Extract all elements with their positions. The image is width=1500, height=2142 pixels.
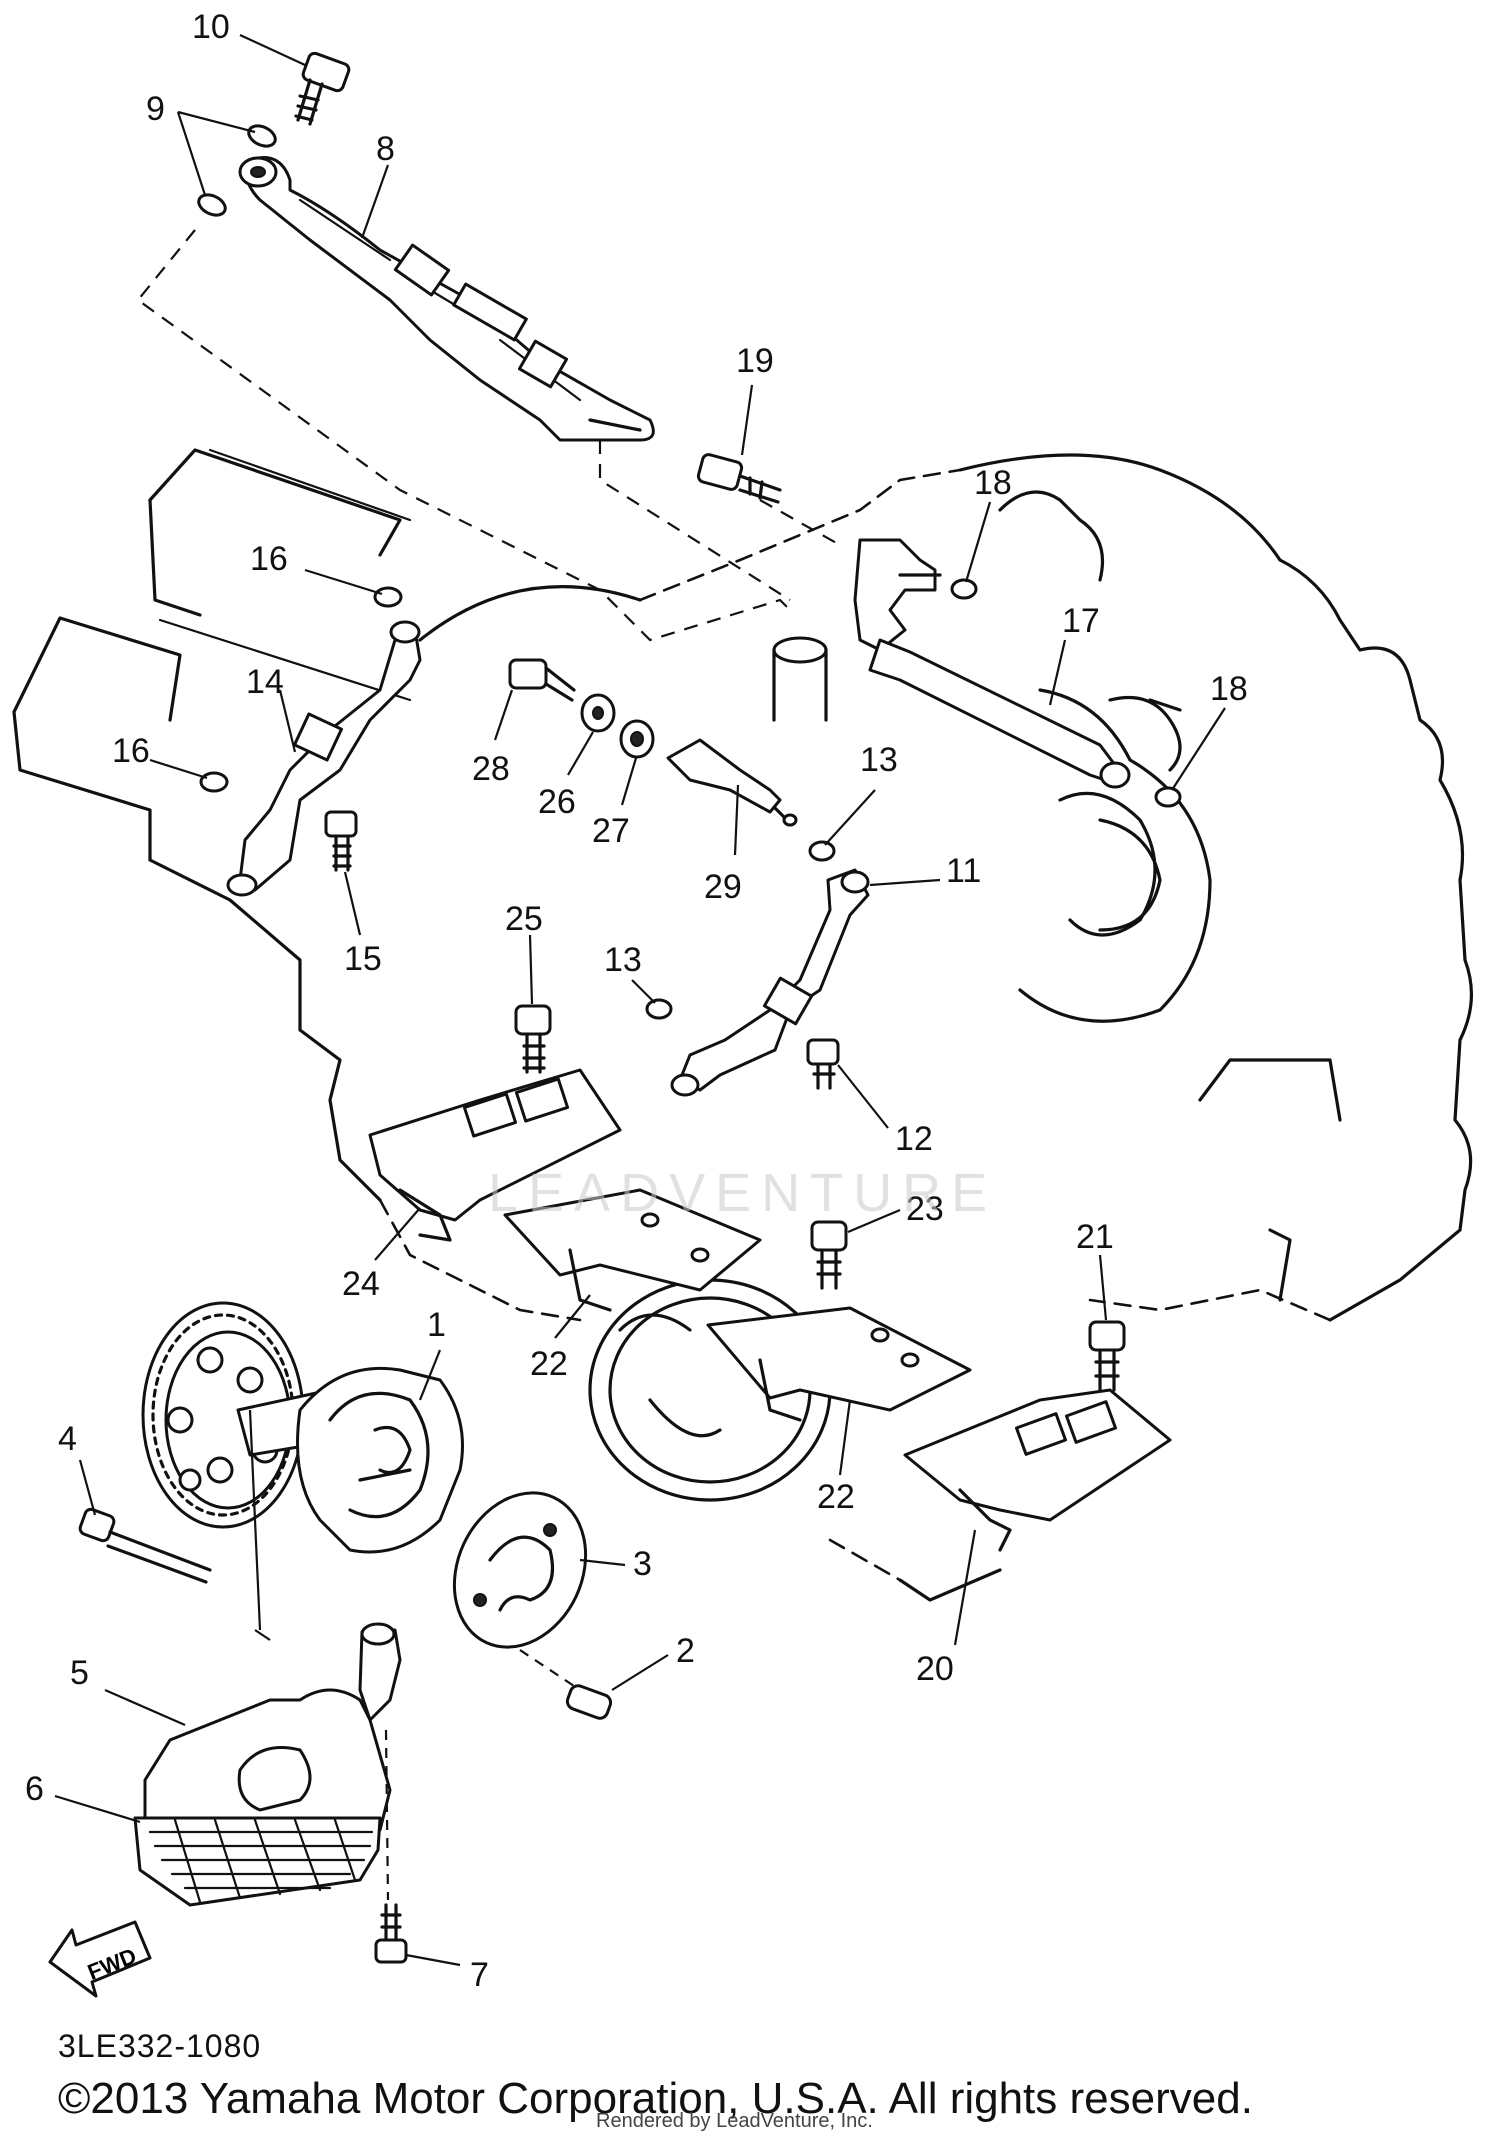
callout-12: 12 (895, 1120, 933, 1158)
part-24-baffle-plate (368, 1068, 622, 1242)
callout-10: 10 (192, 8, 230, 46)
callout-5: 5 (70, 1654, 89, 1692)
callout-6: 6 (25, 1770, 44, 1808)
part-11-oil-pipe (670, 868, 870, 1097)
callout-22-left: 22 (530, 1345, 568, 1383)
part-5-oil-strainer (143, 1622, 402, 1852)
diagram-code: 3LE332-1080 (58, 2028, 262, 2064)
part-16-o-ring-upper (373, 586, 403, 608)
forward-direction-arrow: FWD (48, 1920, 152, 1998)
callout-15: 15 (344, 940, 382, 978)
callout-14: 14 (246, 663, 284, 701)
callout-29: 29 (704, 868, 742, 906)
callout-1: 1 (427, 1306, 446, 1344)
part-13-o-ring-lower (645, 998, 673, 1020)
part-4-bolt (78, 1507, 212, 1584)
callout-16-lower: 16 (112, 732, 150, 770)
callout-9: 9 (146, 90, 165, 128)
part-16-o-ring-lower (199, 771, 229, 793)
callout-7: 7 (470, 1956, 489, 1994)
part-1-oil-pump-assembly (141, 1301, 464, 1554)
render-note: Rendered by LeadVenture, Inc. (596, 2110, 873, 2132)
part-6-strainer-screen (133, 1816, 382, 1907)
part-17-oil-pipe (853, 538, 1131, 789)
part-22-baffle-plate-lower (706, 1306, 972, 1422)
watermark-text: LEADVENTURE (488, 1163, 998, 1223)
part-19-bolt (696, 453, 782, 504)
callout-25: 25 (505, 900, 543, 938)
callout-24: 24 (342, 1265, 380, 1303)
part-10-union-bolt (294, 51, 351, 126)
callout-22-right: 22 (817, 1478, 855, 1516)
callout-21: 21 (1076, 1218, 1114, 1256)
part-27-washer (619, 719, 655, 759)
callout-19: 19 (736, 342, 774, 380)
callout-27: 27 (592, 812, 630, 850)
callout-13-lower: 13 (604, 941, 642, 979)
part-14-oil-pipe (226, 620, 422, 897)
callout-2: 2 (676, 1632, 695, 1670)
callout-20: 20 (916, 1650, 954, 1688)
callout-3: 3 (633, 1545, 652, 1583)
callout-17: 17 (1062, 602, 1100, 640)
part-22-baffle-plate-upper (503, 1188, 762, 1312)
callout-23: 23 (906, 1190, 944, 1228)
callout-8: 8 (376, 130, 395, 168)
callout-11: 11 (946, 852, 981, 890)
callout-26: 26 (538, 783, 576, 821)
part-20-baffle-plate (903, 1388, 1172, 1552)
part-29-shaft (666, 738, 798, 827)
part-2-dowel-pin (565, 1684, 613, 1720)
part-21-bolt (1088, 1320, 1126, 1392)
callout-4: 4 (58, 1420, 77, 1458)
part-18-o-ring-lower (1154, 786, 1182, 808)
callout-13-upper: 13 (860, 741, 898, 779)
callout-16-upper: 16 (250, 540, 288, 578)
part-13-o-ring-upper (808, 840, 836, 862)
part-18-o-ring-upper (950, 578, 978, 600)
part-26-washer (580, 693, 616, 733)
part-25-bolt (514, 1004, 552, 1074)
part-7-bolt (374, 1903, 408, 1964)
callout-group: 1 2 3 4 5 6 7 8 9 10 11 12 13 13 14 15 (25, 8, 1248, 1994)
callout-18-lower: 18 (1210, 670, 1248, 708)
reference-lines (136, 229, 841, 1901)
part-15-bolt (324, 810, 358, 872)
part-12-bolt (806, 1038, 840, 1090)
callout-18-upper: 18 (974, 464, 1012, 502)
part-8-oil-pipe (238, 156, 655, 442)
part-23-bolt (810, 1220, 848, 1290)
part-28-bolt (508, 658, 576, 702)
part-3-pump-cover-plate (452, 1491, 588, 1649)
copyright-text: ©2013 Yamaha Motor Corporation, U.S.A. A… (58, 2074, 1253, 2123)
callout-28: 28 (472, 750, 510, 788)
